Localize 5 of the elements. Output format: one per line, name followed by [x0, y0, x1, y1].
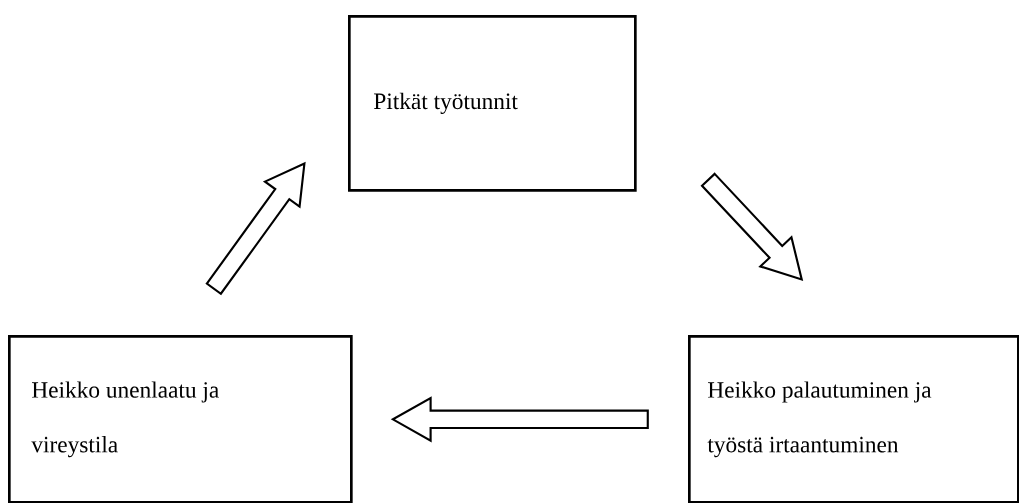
- process-box: Pitkät työtunnit: [348, 15, 637, 192]
- process-box: Heikko unenlaatu ja vireystila: [8, 335, 353, 503]
- process-box: Heikko palautuminen ja työstä irtaantuminen: [688, 335, 1019, 503]
- block-arrow: [700, 172, 804, 281]
- block-arrow: [390, 396, 649, 443]
